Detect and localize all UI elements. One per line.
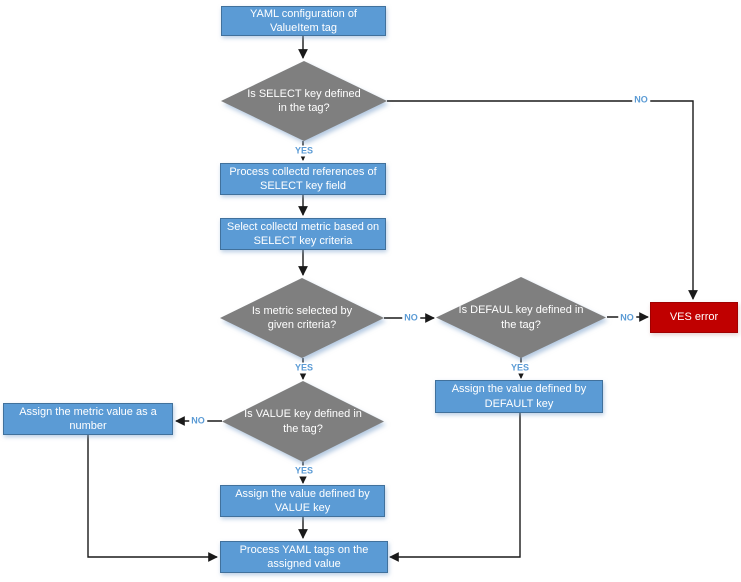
node-ves-error: VES error — [650, 302, 738, 333]
node-yaml-config: YAML configuration of ValueItem tag — [221, 6, 386, 36]
node-assign-default: Assign the value defined by DEFAULT key — [435, 380, 603, 413]
edge-label-default-yes: YES — [508, 362, 532, 374]
edge-label-select-no: NO — [632, 94, 650, 106]
edge-label-value-yes: YES — [292, 465, 316, 477]
decision-default-key: Is DEFAUL key defined in the tag? — [436, 277, 606, 358]
node-assign-value: Assign the value defined by VALUE key — [220, 485, 385, 517]
decision-default-key-label: Is DEFAUL key defined in the tag? — [458, 304, 584, 331]
node-process-yaml: Process YAML tags on the assigned value — [220, 541, 388, 573]
connector-select-no — [387, 100, 698, 300]
node-assign-metric: Assign the metric value as a number — [3, 403, 173, 435]
node-assign-value-label: Assign the value defined by VALUE key — [235, 487, 370, 514]
edge-label-metric-yes: YES — [292, 362, 316, 374]
node-select-metric-label: Select collectd metric based on SELECT k… — [226, 220, 380, 247]
edge-label-default-no: NO — [618, 312, 636, 324]
node-process-refs-label: Process collectd references of SELECT ke… — [229, 165, 377, 192]
node-assign-metric-label: Assign the metric value as a number — [19, 405, 157, 432]
edge-label-metric-no: NO — [402, 312, 420, 324]
connector-default-to-process — [389, 413, 521, 562]
decision-value-key-shape: Is VALUE key defined in the tag? — [222, 381, 384, 462]
node-yaml-config-label: YAML configuration of ValueItem tag — [249, 7, 357, 34]
decision-value-key-label: Is VALUE key defined in the tag? — [244, 408, 362, 435]
decision-default-key-shape: Is DEFAUL key defined in the tag? — [436, 277, 606, 358]
node-assign-default-label: Assign the value defined by DEFAULT key — [451, 383, 587, 410]
node-process-yaml-label: Process YAML tags on the assigned value — [239, 543, 369, 570]
decision-metric-selected-label: Is metric selected by given criteria? — [251, 304, 353, 331]
node-select-metric: Select collectd metric based on SELECT k… — [220, 218, 386, 250]
decision-select-key-label: Is SELECT key defined in the tag? — [247, 87, 361, 114]
decision-metric-selected-shape: Is metric selected by given criteria? — [220, 278, 384, 358]
edge-label-value-no: NO — [189, 415, 207, 427]
decision-metric-selected: Is metric selected by given criteria? — [220, 278, 384, 358]
edge-label-select-yes: YES — [292, 145, 316, 157]
decision-select-key-shape: Is SELECT key defined in the tag? — [221, 61, 387, 141]
connector-number-to-process — [87, 435, 218, 562]
node-process-refs: Process collectd references of SELECT ke… — [220, 163, 386, 195]
decision-select-key: Is SELECT key defined in the tag? — [221, 61, 387, 141]
decision-value-key: Is VALUE key defined in the tag? — [222, 381, 384, 462]
node-ves-error-label: VES error — [669, 311, 719, 324]
